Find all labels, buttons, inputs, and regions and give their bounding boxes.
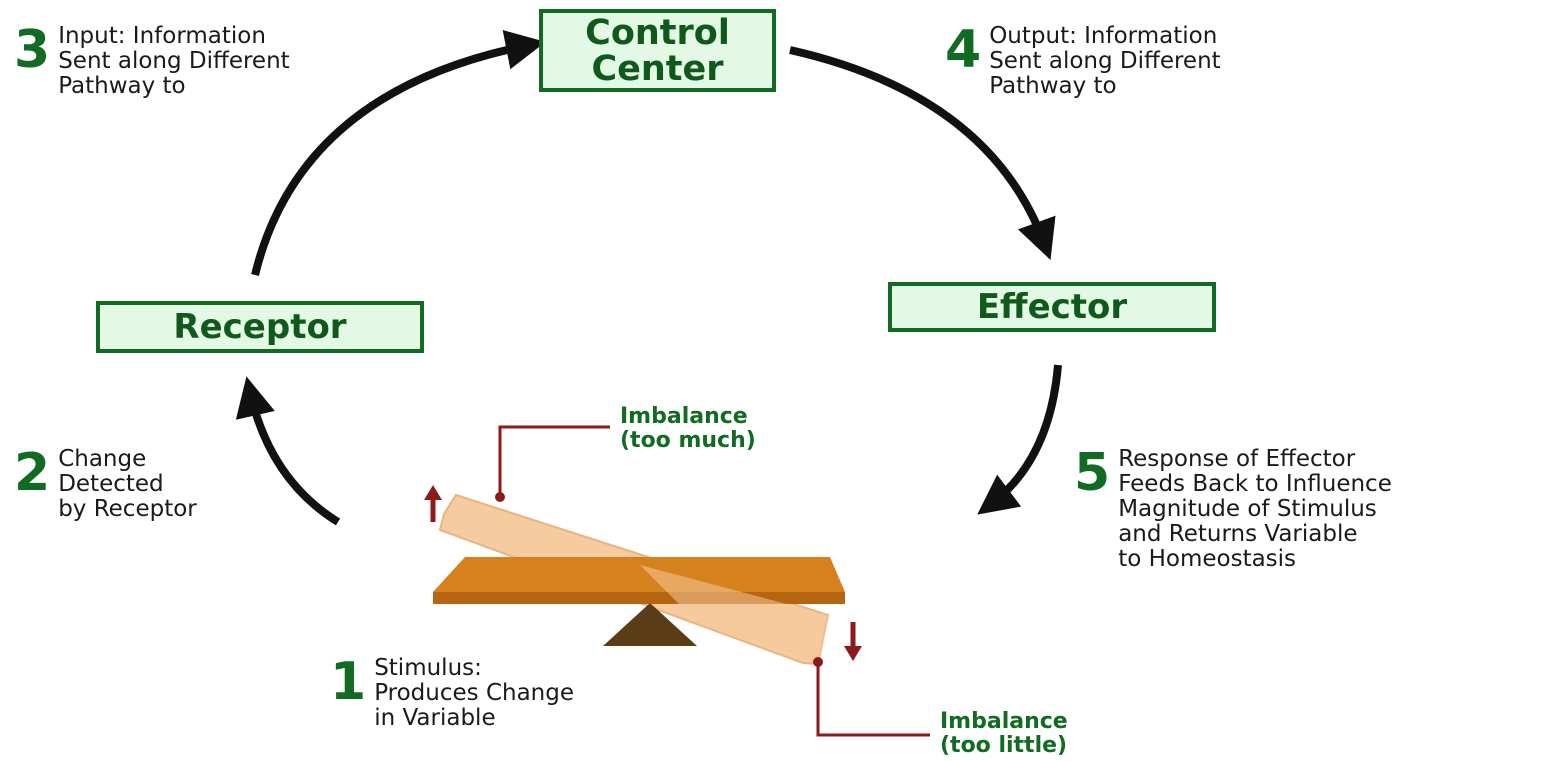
receptor-box: Receptor [96, 301, 424, 353]
step-number: 3 [14, 20, 51, 80]
step-1: 1 Stimulus: Produces Change in Variable [330, 656, 574, 731]
curved-arrow-icon [251, 29, 546, 276]
step-text: Output: Information Sent along Different… [989, 23, 1221, 99]
up-arrow-icon [424, 485, 442, 522]
down-arrow-icon [844, 622, 862, 661]
step-5: 5 Response of Effector Feeds Back to Inf… [1074, 447, 1392, 572]
imbalance-too-much-label: Imbalance (too much) [620, 404, 756, 453]
curved-arrow-icon [789, 46, 1056, 261]
step-3: 3 Input: Information Sent along Differen… [14, 24, 290, 99]
step-number: 4 [945, 20, 982, 80]
step-number: 1 [330, 652, 367, 712]
step-number: 5 [1074, 443, 1111, 503]
step-2: 2 Change Detected by Receptor [14, 447, 197, 522]
step-4: 4 Output: Information Sent along Differe… [945, 24, 1221, 99]
effector-box: Effector [888, 282, 1216, 332]
step-text: Response of Effector Feeds Back to Influ… [1118, 446, 1392, 572]
step-number: 2 [14, 443, 51, 503]
step-text: Stimulus: Produces Change in Variable [374, 655, 574, 731]
imbalance-too-little-label: Imbalance (too little) [940, 709, 1068, 758]
seesaw-icon [433, 493, 845, 666]
imbalance-too-much-dot [495, 492, 505, 502]
imbalance-too-much-leader [498, 425, 610, 497]
control-center-box: Control Center [539, 9, 776, 92]
curved-arrow-icon [235, 376, 341, 526]
step-text: Change Detected by Receptor [58, 446, 197, 522]
curved-arrow-icon [977, 364, 1062, 515]
imbalance-too-little-leader [816, 662, 930, 737]
imbalance-too-little-dot [813, 657, 823, 667]
step-text: Input: Information Sent along Different … [58, 23, 290, 99]
